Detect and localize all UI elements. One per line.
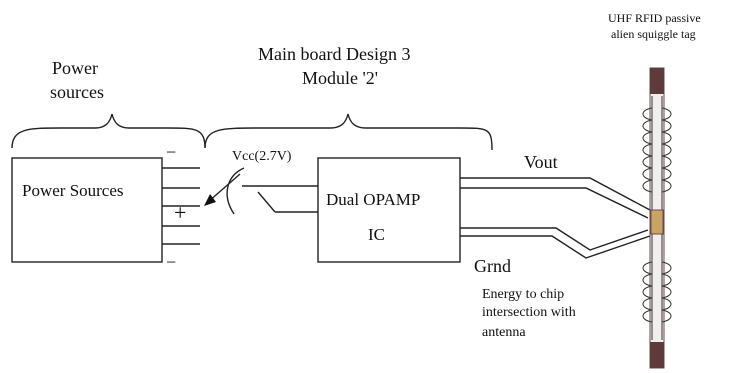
main-board-brace: [204, 113, 493, 151]
vout-wire-inner: [460, 187, 649, 219]
power-sources-heading-line1: Power: [52, 58, 98, 78]
minus-sign-bottom: −: [166, 252, 176, 272]
grnd-wire-outer: [460, 235, 651, 259]
opamp-label-line2: IC: [368, 225, 385, 244]
rfid-tag: [642, 67, 672, 369]
energy-note-line2: intersection with: [482, 305, 576, 320]
power-sources-box: [11, 157, 163, 263]
main-board-heading-line2: Module '2': [302, 68, 378, 88]
switch-arrow-line: [207, 173, 241, 203]
energy-note-line3: antenna: [482, 325, 526, 340]
switch-arrow-head: [204, 194, 216, 206]
opamp-label-line1: Dual OPAMP: [326, 190, 420, 209]
vout-label: Vout: [524, 152, 558, 172]
power-sources-heading-line2: sources: [50, 82, 104, 102]
vcc-label: Vcc(2.7V): [232, 149, 292, 164]
tag-bottom-pad: [650, 342, 664, 368]
power-sources-box-label: Power Sources: [22, 181, 124, 200]
tag-chip: [650, 209, 664, 235]
energy-note-line1: Energy to chip: [482, 287, 564, 302]
power-sources-brace: [11, 113, 206, 149]
tag-lower-squiggle: [642, 234, 672, 340]
tag-top-pad: [650, 68, 664, 94]
plus-sign: +: [174, 200, 186, 225]
main-board-heading-line1: Main board Design 3: [258, 44, 410, 64]
grnd-wire-inner: [460, 227, 649, 251]
tag-upper-squiggle: [642, 96, 672, 210]
tag-heading-line1: UHF RFID passive: [608, 11, 701, 25]
grnd-label: Grnd: [474, 256, 511, 276]
vout-wire-outer: [460, 177, 651, 211]
tag-heading-line2: alien squiggle tag: [611, 27, 696, 41]
minus-sign-top: −: [166, 142, 176, 162]
opamp-box: [317, 157, 461, 263]
vcc-arc: [226, 167, 245, 215]
switch-lead: [257, 191, 276, 213]
